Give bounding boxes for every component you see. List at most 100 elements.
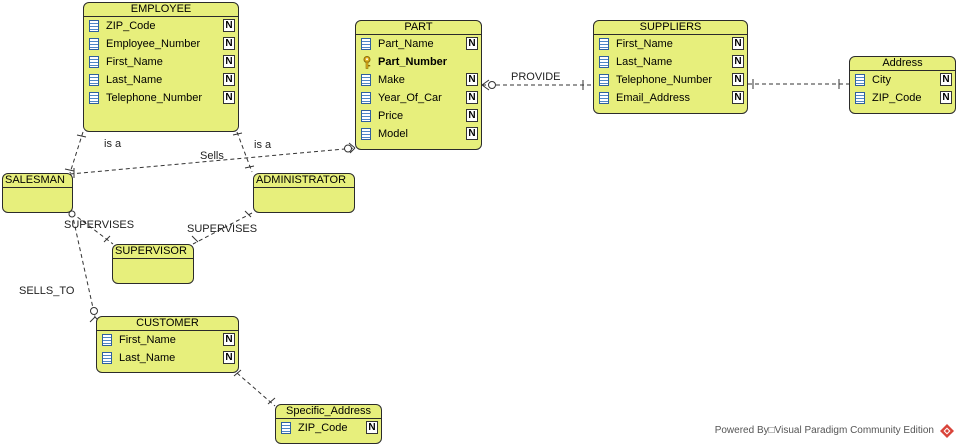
not-null-badge: N [466, 127, 478, 140]
column-row-employee-number[interactable]: Employee_Number N [84, 35, 238, 53]
not-null-badge: N [223, 73, 235, 86]
column-row-email-address[interactable]: Email_Address N [594, 89, 747, 107]
table-column-icon [102, 352, 112, 364]
column-name: First_Name [616, 38, 673, 50]
relationship-label-is-a-administrator[interactable]: is a [254, 139, 272, 151]
column-name: Last_Name [616, 56, 673, 68]
table-column-icon [89, 74, 99, 86]
table-column-icon [361, 74, 371, 86]
entity-title: PART [356, 21, 481, 35]
column-row-last-name[interactable]: Last_Name N [97, 349, 238, 367]
not-null-badge: N [466, 37, 478, 50]
entity-administrator[interactable]: ADMINISTRATOR [253, 173, 355, 213]
connector-employee-salesman[interactable] [69, 131, 84, 174]
column-name: Last_Name [119, 352, 176, 364]
entity-title: SUPPLIERS [594, 21, 747, 35]
not-null-badge: N [732, 55, 744, 68]
connector-employee-administrator[interactable] [236, 131, 253, 173]
column-name: City [872, 74, 891, 86]
column-name: Year_Of_Car [378, 92, 442, 104]
not-null-badge: N [223, 19, 235, 32]
table-column-icon [361, 92, 371, 104]
column-row-first-name[interactable]: First_Name N [97, 331, 238, 349]
connector-salesman-customer[interactable] [71, 212, 96, 318]
table-column-icon [599, 92, 609, 104]
not-null-badge: N [732, 73, 744, 86]
column-row-telephone-number[interactable]: Telephone_Number N [84, 89, 238, 107]
not-null-badge: N [223, 37, 235, 50]
column-name: Telephone_Number [106, 92, 203, 104]
table-column-icon [361, 128, 371, 140]
column-name: ZIP_Code [106, 20, 156, 32]
watermark-text: Powered By□Visual Paradigm Community Edi… [714, 425, 934, 436]
column-name: First_Name [119, 334, 176, 346]
column-row-year-of-car[interactable]: Year_Of_Car N [356, 89, 481, 107]
table-column-icon [89, 38, 99, 50]
column-name: First_Name [106, 56, 163, 68]
relationship-label-is-a-salesman[interactable]: is a [104, 138, 122, 150]
table-column-icon [361, 38, 371, 50]
column-row-first-name[interactable]: First_Name N [84, 53, 238, 71]
not-null-badge: N [223, 55, 235, 68]
not-null-badge: N [223, 351, 235, 364]
entity-title: EMPLOYEE [84, 3, 238, 17]
connector-customer-specific-address[interactable] [236, 372, 276, 407]
visual-paradigm-logo-icon [940, 424, 954, 443]
table-column-icon [855, 74, 865, 86]
column-name: Email_Address [616, 92, 690, 104]
not-null-badge: N [223, 333, 235, 346]
not-null-badge: N [466, 109, 478, 122]
entity-salesman[interactable]: SALESMAN [2, 173, 73, 213]
table-column-icon [599, 56, 609, 68]
connector-salesman-part[interactable] [69, 147, 356, 175]
not-null-badge: N [466, 91, 478, 104]
column-row-last-name[interactable]: Last_Name N [84, 71, 238, 89]
not-null-badge: N [940, 91, 952, 104]
not-null-badge: N [732, 37, 744, 50]
not-null-badge: N [466, 73, 478, 86]
entity-supervisor[interactable]: SUPERVISOR [112, 244, 194, 284]
column-name: Model [378, 128, 408, 140]
entity-title: Specific_Address [276, 405, 381, 419]
column-row-last-name[interactable]: Last_Name N [594, 53, 747, 71]
relationship-label-supervises-administrator[interactable]: SUPERVISES [187, 223, 258, 235]
table-column-icon [89, 20, 99, 32]
not-null-badge: N [223, 91, 235, 104]
relationship-label-supervises-salesman[interactable]: SUPERVISES [64, 219, 135, 231]
entity-title: CUSTOMER [97, 317, 238, 331]
table-column-icon [599, 38, 609, 50]
connector-salesman-supervisor[interactable] [71, 212, 114, 245]
column-name: ZIP_Code [298, 422, 348, 434]
entity-title: SUPERVISOR [113, 245, 193, 259]
not-null-badge: N [732, 91, 744, 104]
relationship-label-sells[interactable]: Sells [200, 150, 224, 162]
column-name: Last_Name [106, 74, 163, 86]
column-name: Employee_Number [106, 38, 201, 50]
column-row-part-number[interactable]: Part_Number [356, 53, 481, 71]
column-row-zip-code[interactable]: ZIP_Code N [84, 17, 238, 35]
primary-key-icon [363, 56, 371, 69]
entity-title: ADMINISTRATOR [254, 174, 354, 188]
relationship-label-provide[interactable]: PROVIDE [511, 71, 561, 83]
table-column-icon [599, 74, 609, 86]
column-name: Part_Number [378, 56, 448, 68]
column-row-model[interactable]: Model N [356, 125, 481, 143]
table-column-icon [89, 56, 99, 68]
relationship-label-sells-to[interactable]: SELLS_TO [19, 285, 75, 297]
column-row-first-name[interactable]: First_Name N [594, 35, 747, 53]
entity-title: Address [850, 57, 955, 71]
